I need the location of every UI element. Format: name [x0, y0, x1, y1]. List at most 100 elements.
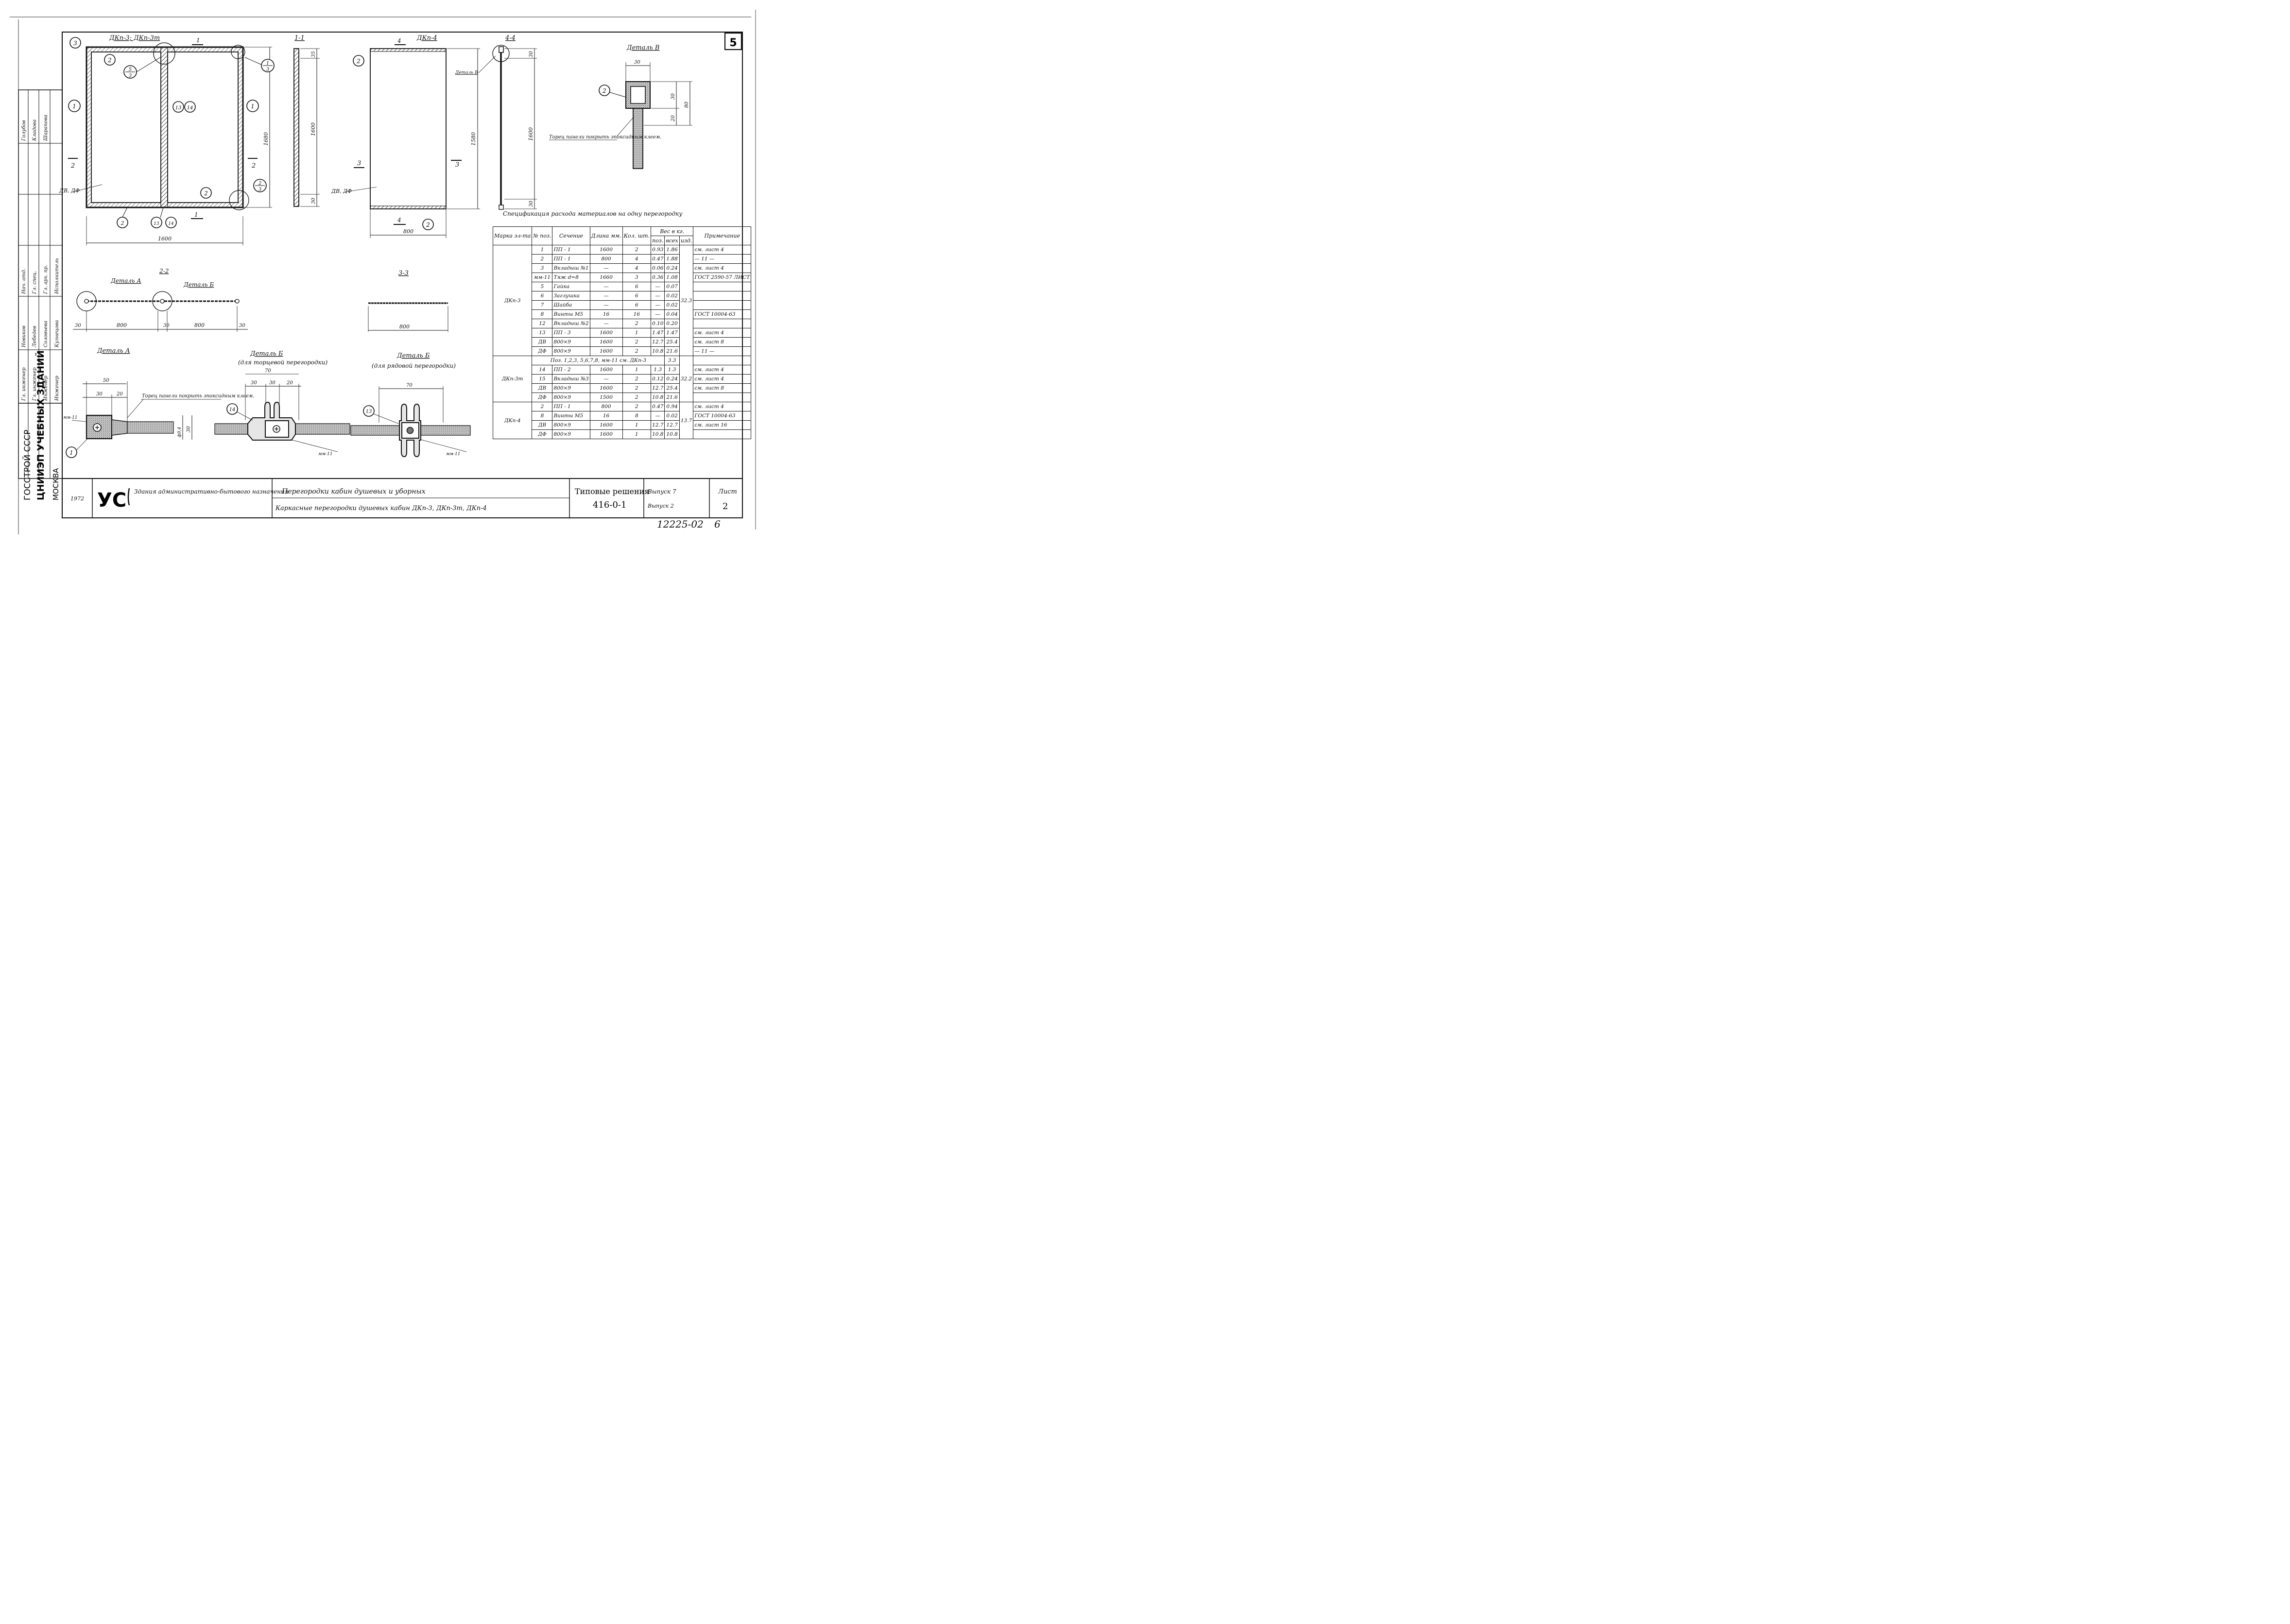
spec-note: см. лист 16	[693, 420, 752, 430]
spec-cell-pos: 12	[532, 319, 553, 328]
spec-cell-wp: 0.12	[651, 374, 665, 384]
svg-text:30: 30	[634, 60, 640, 65]
spec-cell-section: ПП - 1	[552, 254, 590, 264]
cut-2-right: 2	[251, 162, 256, 170]
svg-text:3: 3	[258, 187, 261, 192]
spec-note	[693, 393, 752, 402]
svg-text:Деталь В: Деталь В	[455, 70, 478, 75]
sheet-id: 12225-02	[657, 518, 704, 530]
spec-cell-len: —	[589, 263, 623, 273]
svg-text:4-4: 4-4	[505, 34, 516, 42]
spec-cell-len: 800	[589, 254, 623, 264]
dim-frame-width: 1600	[158, 236, 172, 242]
spec-cell-wa: 0.04	[664, 309, 680, 319]
svg-text:1580: 1580	[470, 132, 477, 146]
spec-group-total: 32.2	[679, 356, 694, 402]
svg-text:Инженер: Инженер	[43, 376, 49, 401]
spec-cell-len: —	[589, 291, 623, 301]
spec-note	[693, 429, 752, 439]
spec-cell-wp: —	[651, 300, 665, 310]
svg-text:30: 30	[251, 380, 257, 386]
svg-text:ДВ, ДФ: ДВ, ДФ	[331, 188, 352, 194]
spec-cell-section: Шайба	[552, 300, 590, 310]
spec-cell-section: 800×9	[552, 383, 590, 393]
svg-text:Нач. отд.: Нач. отд.	[21, 269, 27, 294]
spec-note	[693, 300, 752, 310]
spec-cell-wp: 10.8	[651, 429, 665, 439]
spec-cell-pos: ДВ	[532, 337, 553, 347]
spec-cell-section: Винты M5	[552, 309, 590, 319]
svg-text:2: 2	[258, 181, 261, 186]
svg-text:мм-11: мм-11	[318, 452, 332, 457]
spec-cell-wa: 1.86	[664, 245, 680, 255]
spec-note: см. лист 4	[693, 402, 752, 411]
spec-cell-len: —	[589, 374, 623, 384]
svg-text:1-1: 1-1	[294, 34, 305, 42]
spec-merged-text: Поз. 1,2,3, 5,6,7,8, мм-11 см. ДКп-3	[532, 356, 665, 365]
page-number: 5	[729, 37, 737, 49]
svg-text:1: 1	[251, 103, 255, 110]
svg-text:Новиков: Новиков	[21, 325, 27, 348]
spec-cell-len: 1600	[589, 365, 623, 375]
year: 1972	[70, 496, 84, 502]
svg-text:Гл. инженер: Гл. инженер	[32, 367, 37, 401]
drawing-sheet: 5 ДКп-3; ДКп-3т 1 2 2 1 1680 1600	[0, 0, 763, 541]
svg-text:Шарапова: Шарапова	[43, 115, 49, 141]
spec-cell-pos: ДФ	[532, 346, 553, 356]
spec-cell-qty: 2	[622, 245, 652, 255]
spec-note	[693, 282, 752, 291]
spec-cell-wp: 0.47	[651, 254, 665, 264]
svg-text:Гл. спец.: Гл. спец.	[32, 271, 37, 294]
spec-mark: ДКп-4	[492, 402, 533, 439]
spec-cell-qty: 1	[622, 429, 652, 439]
title-block: 1972 УС Здания административно-бытового …	[62, 478, 742, 530]
svg-text:1: 1	[266, 61, 269, 66]
spec-cell-pos: 1	[532, 245, 553, 255]
detail-b: Деталь Б (для торцевой перегородки) 70 3…	[214, 350, 350, 457]
logo: УС	[97, 489, 126, 512]
spec-group-total: 13.7	[679, 402, 694, 439]
spec-cell-wp: 12.7	[651, 383, 665, 393]
spec-cell-qty: 6	[622, 291, 652, 301]
spec-cell-len: —	[589, 319, 623, 328]
svg-text:14: 14	[229, 407, 236, 412]
svg-text:2: 2	[356, 58, 361, 65]
svg-text:800: 800	[194, 322, 205, 328]
sheet-number: 2	[723, 501, 728, 512]
spec-cell-qty: 4	[622, 263, 652, 273]
spec-cell-wa: 1.88	[664, 254, 680, 264]
cut-2-left: 2	[70, 162, 75, 170]
spec-cell-qty: 6	[622, 300, 652, 310]
spec-cell-pos: 2	[532, 402, 553, 411]
cut-1-top: 1	[196, 37, 200, 44]
spec-title: Спецификация расхода материалов на одну …	[503, 210, 682, 217]
page-number-box: 5	[724, 32, 742, 51]
spec-cell-section: 800×9	[552, 337, 590, 347]
svg-text:30: 30	[75, 323, 81, 328]
spec-cell-wa: 0.24	[664, 374, 680, 384]
spec-cell-qty: 2	[622, 346, 652, 356]
svg-text:Деталь А: Деталь А	[97, 347, 130, 355]
spec-cell-len: 16	[589, 309, 623, 319]
svg-text:3: 3	[357, 160, 361, 167]
spec-note: см. лист 8	[693, 337, 752, 347]
detail-v: Деталь В 2 30 30 20 80 Торец панели покр…	[549, 44, 692, 169]
spec-cell-pos: ДВ	[532, 383, 553, 393]
svg-text:Деталь Б: Деталь Б	[183, 281, 214, 288]
spec-cell-pos: 13	[532, 328, 553, 338]
spec-cell-len: 1600	[589, 328, 623, 338]
svg-text:30: 30	[96, 392, 103, 397]
svg-text:3: 3	[73, 40, 77, 47]
spec-cell-qty: 4	[622, 254, 652, 264]
spec-note: см. лист 4	[693, 245, 752, 255]
org-line-3: МОСКВА	[52, 468, 60, 500]
svg-text:Торец панели покрыть эпоксидны: Торец панели покрыть эпоксидным клеем.	[142, 393, 254, 399]
svg-text:2: 2	[121, 220, 124, 226]
